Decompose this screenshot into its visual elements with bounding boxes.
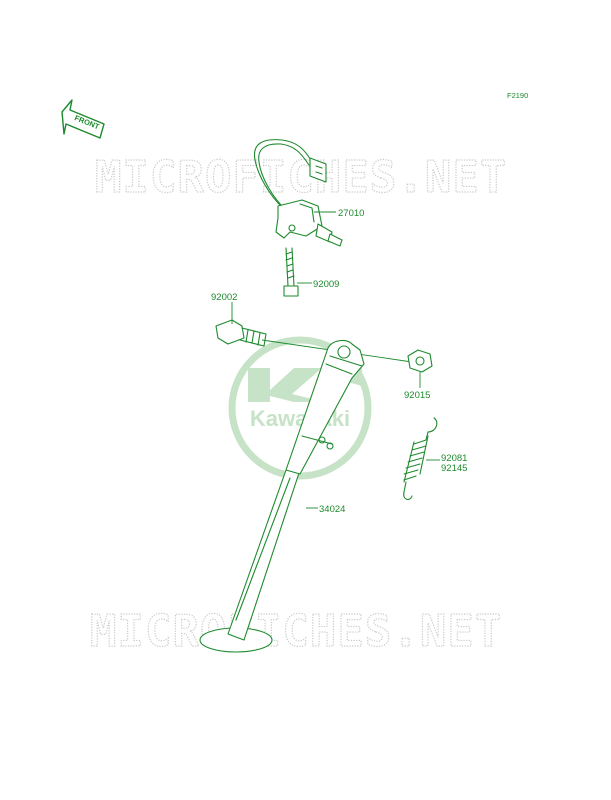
watermark-top: MICROFICHES.NET — [95, 152, 507, 203]
figure-code: F2190 — [507, 91, 528, 100]
label-stand: 34024 — [319, 504, 345, 515]
label-spring-a: 92081 — [441, 453, 467, 464]
side-stand — [199, 339, 365, 653]
kawasaki-logo: Kawasaki — [228, 336, 372, 480]
switch-bolt — [283, 247, 299, 297]
label-switch-bolt: 92009 — [313, 279, 339, 290]
front-arrow-icon: FRONT — [61, 99, 105, 139]
label-switch: 27010 — [338, 208, 364, 219]
side-stand-switch — [253, 139, 343, 247]
label-pivot-bolt: 92002 — [211, 292, 237, 303]
watermark-bottom: MICROFICHES.NET — [90, 606, 502, 657]
pivot-bolt — [215, 319, 267, 347]
nut — [407, 349, 433, 373]
label-spring-b: 92145 — [441, 463, 467, 474]
label-nut: 92015 — [404, 390, 430, 401]
return-spring — [403, 417, 438, 501]
